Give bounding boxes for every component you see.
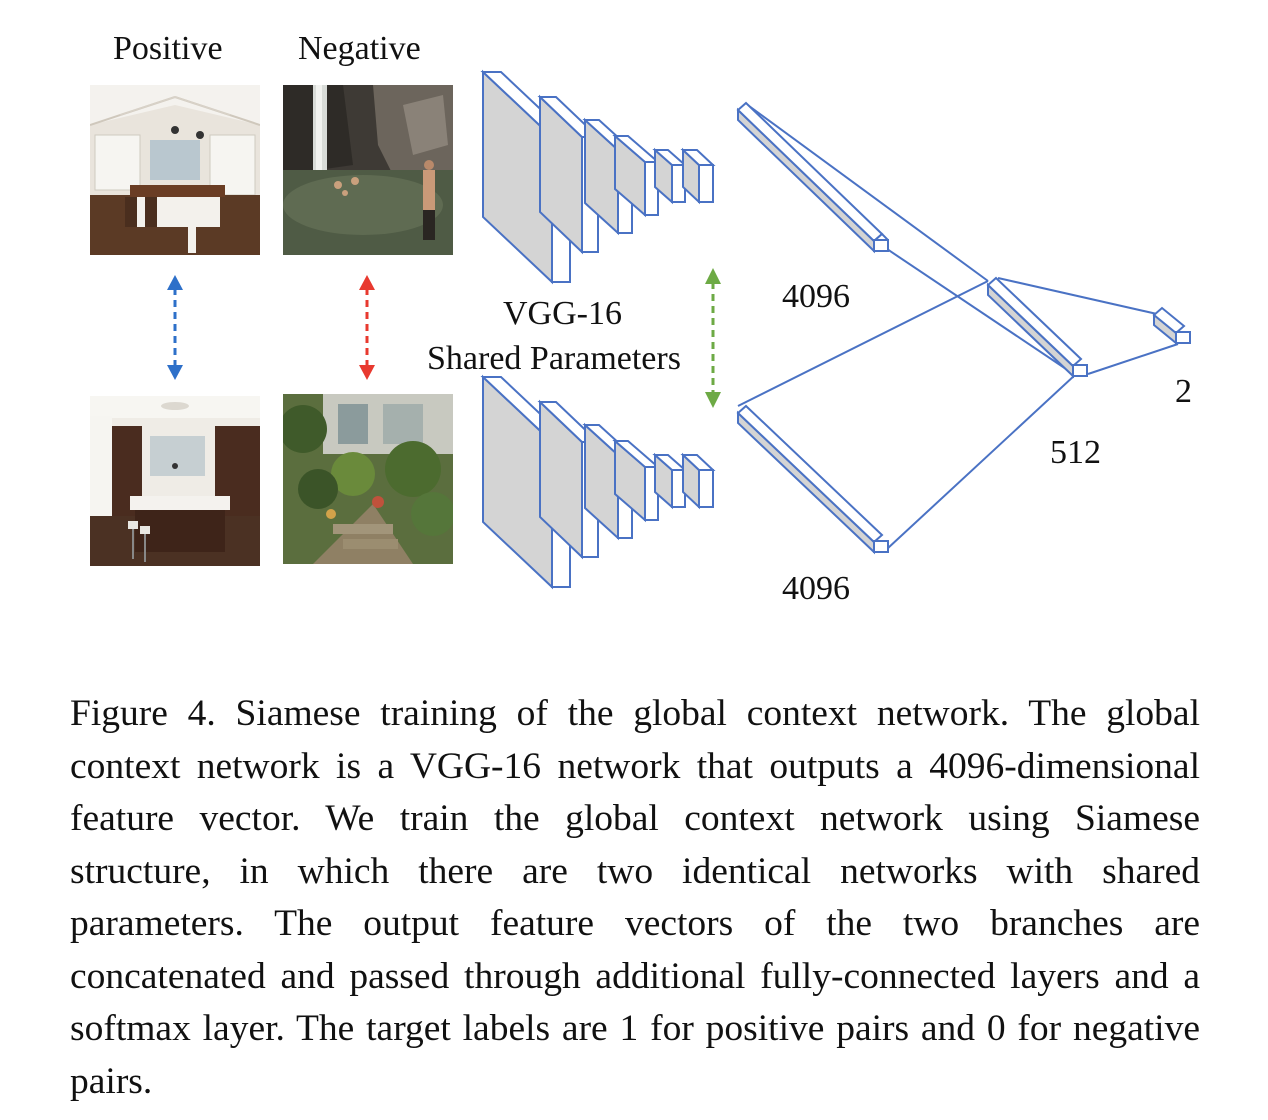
fc4096-bottom-label: 4096 — [782, 570, 850, 607]
kitchen-photo-top — [90, 85, 260, 255]
fc-connections — [737, 102, 1179, 550]
positive-pair-arrow — [167, 275, 183, 380]
positive-header: Positive — [113, 30, 223, 67]
vgg16-bottom-branch — [480, 374, 716, 590]
fc4096-top-layer — [736, 101, 889, 254]
kitchen-photo-bottom — [90, 396, 260, 566]
negative-header: Negative — [298, 30, 421, 67]
shared-parameters-arrow — [705, 268, 721, 408]
garden-photo — [283, 394, 453, 564]
output-label: 2 — [1175, 373, 1192, 410]
network-diagram — [480, 69, 1191, 590]
waterfall-photo — [283, 85, 453, 255]
negative-pair-arrow — [359, 275, 375, 380]
fc512-label: 512 — [1050, 434, 1101, 471]
fc4096-top-label: 4096 — [782, 278, 850, 315]
output-layer — [1152, 306, 1191, 346]
fc512-layer — [986, 276, 1088, 379]
figure: Positive Negative — [90, 30, 1192, 607]
fc4096-bottom-layer — [736, 404, 889, 555]
shared-parameters-label: Shared Parameters — [427, 340, 681, 377]
figure-caption: Figure 4. Siamese training of the global… — [70, 693, 1200, 1102]
vgg16-label: VGG-16 — [503, 295, 622, 332]
vgg16-top-branch — [480, 69, 716, 285]
